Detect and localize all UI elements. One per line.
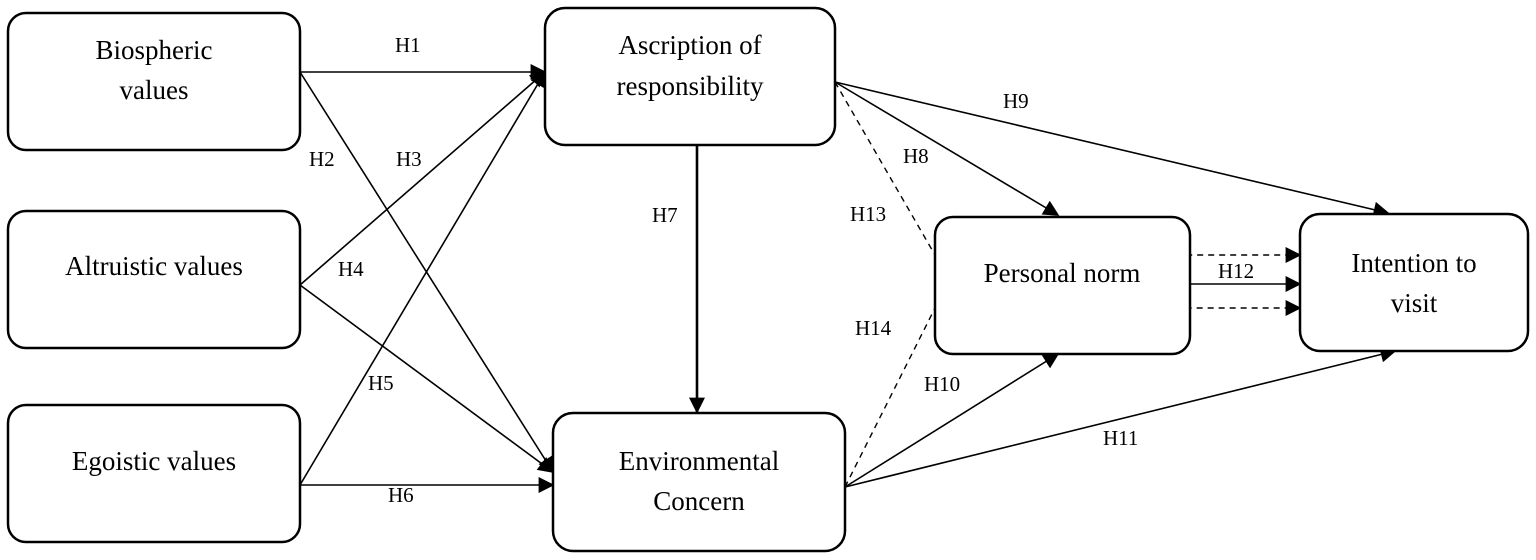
edge-label-h10: H10	[924, 372, 960, 396]
edge-label-h12: H12	[1218, 259, 1254, 283]
node-label: Ascription of	[618, 30, 761, 60]
svg-text:values: values	[120, 75, 189, 105]
edge-label-h2: H2	[309, 147, 335, 171]
node-label: Concern	[653, 486, 745, 516]
svg-text:Egoistic values: Egoistic values	[72, 446, 236, 476]
edge-labels: H1 H2 H3 H4 H5 H6 H7 H8 H9 H10 H11 H12 H…	[309, 33, 1254, 507]
node-biospheric-values: Biospheric values	[6, 11, 302, 152]
svg-text:responsibility: responsibility	[617, 71, 764, 101]
edge-h4	[299, 284, 555, 473]
edge-label-h14: H14	[855, 316, 892, 340]
node-label: Egoistic values	[72, 446, 236, 476]
node-label: Altruistic values	[65, 251, 243, 281]
svg-text:visit: visit	[1391, 288, 1438, 318]
edge-label-h3: H3	[396, 147, 422, 171]
edge-label-h11: H11	[1103, 426, 1138, 450]
node-intention-to-visit: Intention to visit	[1298, 212, 1530, 353]
svg-text:Personal norm: Personal norm	[984, 258, 1141, 288]
svg-text:Ascription of: Ascription of	[618, 30, 761, 60]
edge-label-h4: H4	[338, 257, 364, 281]
node-label: responsibility	[617, 71, 764, 101]
edge-label-h9: H9	[1003, 89, 1029, 113]
svg-text:Concern: Concern	[653, 486, 745, 516]
edge-label-h13: H13	[850, 202, 886, 226]
node-personal-norm: Personal norm	[933, 215, 1192, 356]
node-egoistic-values: Egoistic values	[6, 403, 302, 544]
edge-label-h5: H5	[368, 371, 394, 395]
edge-h8	[834, 81, 1060, 216]
node-label: Environmental	[619, 446, 779, 476]
node-label: visit	[1391, 288, 1438, 318]
edge-h9	[834, 81, 1390, 218]
edge-h3	[299, 70, 547, 286]
edge-h5	[299, 70, 546, 486]
edge-h10	[844, 353, 1060, 488]
edge-label-h8: H8	[903, 144, 929, 168]
node-label: values	[120, 75, 189, 105]
node-altruistic-values: Altruistic values	[6, 209, 302, 350]
svg-text:Altruistic values: Altruistic values	[65, 251, 243, 281]
edge-h11	[844, 346, 1397, 488]
node-label: Intention to	[1351, 248, 1476, 278]
node-label: Biospheric	[96, 35, 213, 65]
node-ascription-of-responsibility: Ascription of responsibility	[543, 6, 837, 147]
edge-label-h6: H6	[388, 483, 414, 507]
node-environmental-concern: Environmental Concern	[551, 411, 847, 553]
edge-label-h7: H7	[652, 203, 678, 227]
svg-text:Biospheric: Biospheric	[96, 35, 213, 65]
node-label: Personal norm	[984, 258, 1141, 288]
edge-label-h1: H1	[395, 33, 421, 57]
svg-text:Environmental: Environmental	[619, 446, 779, 476]
svg-text:Intention to: Intention to	[1351, 248, 1476, 278]
